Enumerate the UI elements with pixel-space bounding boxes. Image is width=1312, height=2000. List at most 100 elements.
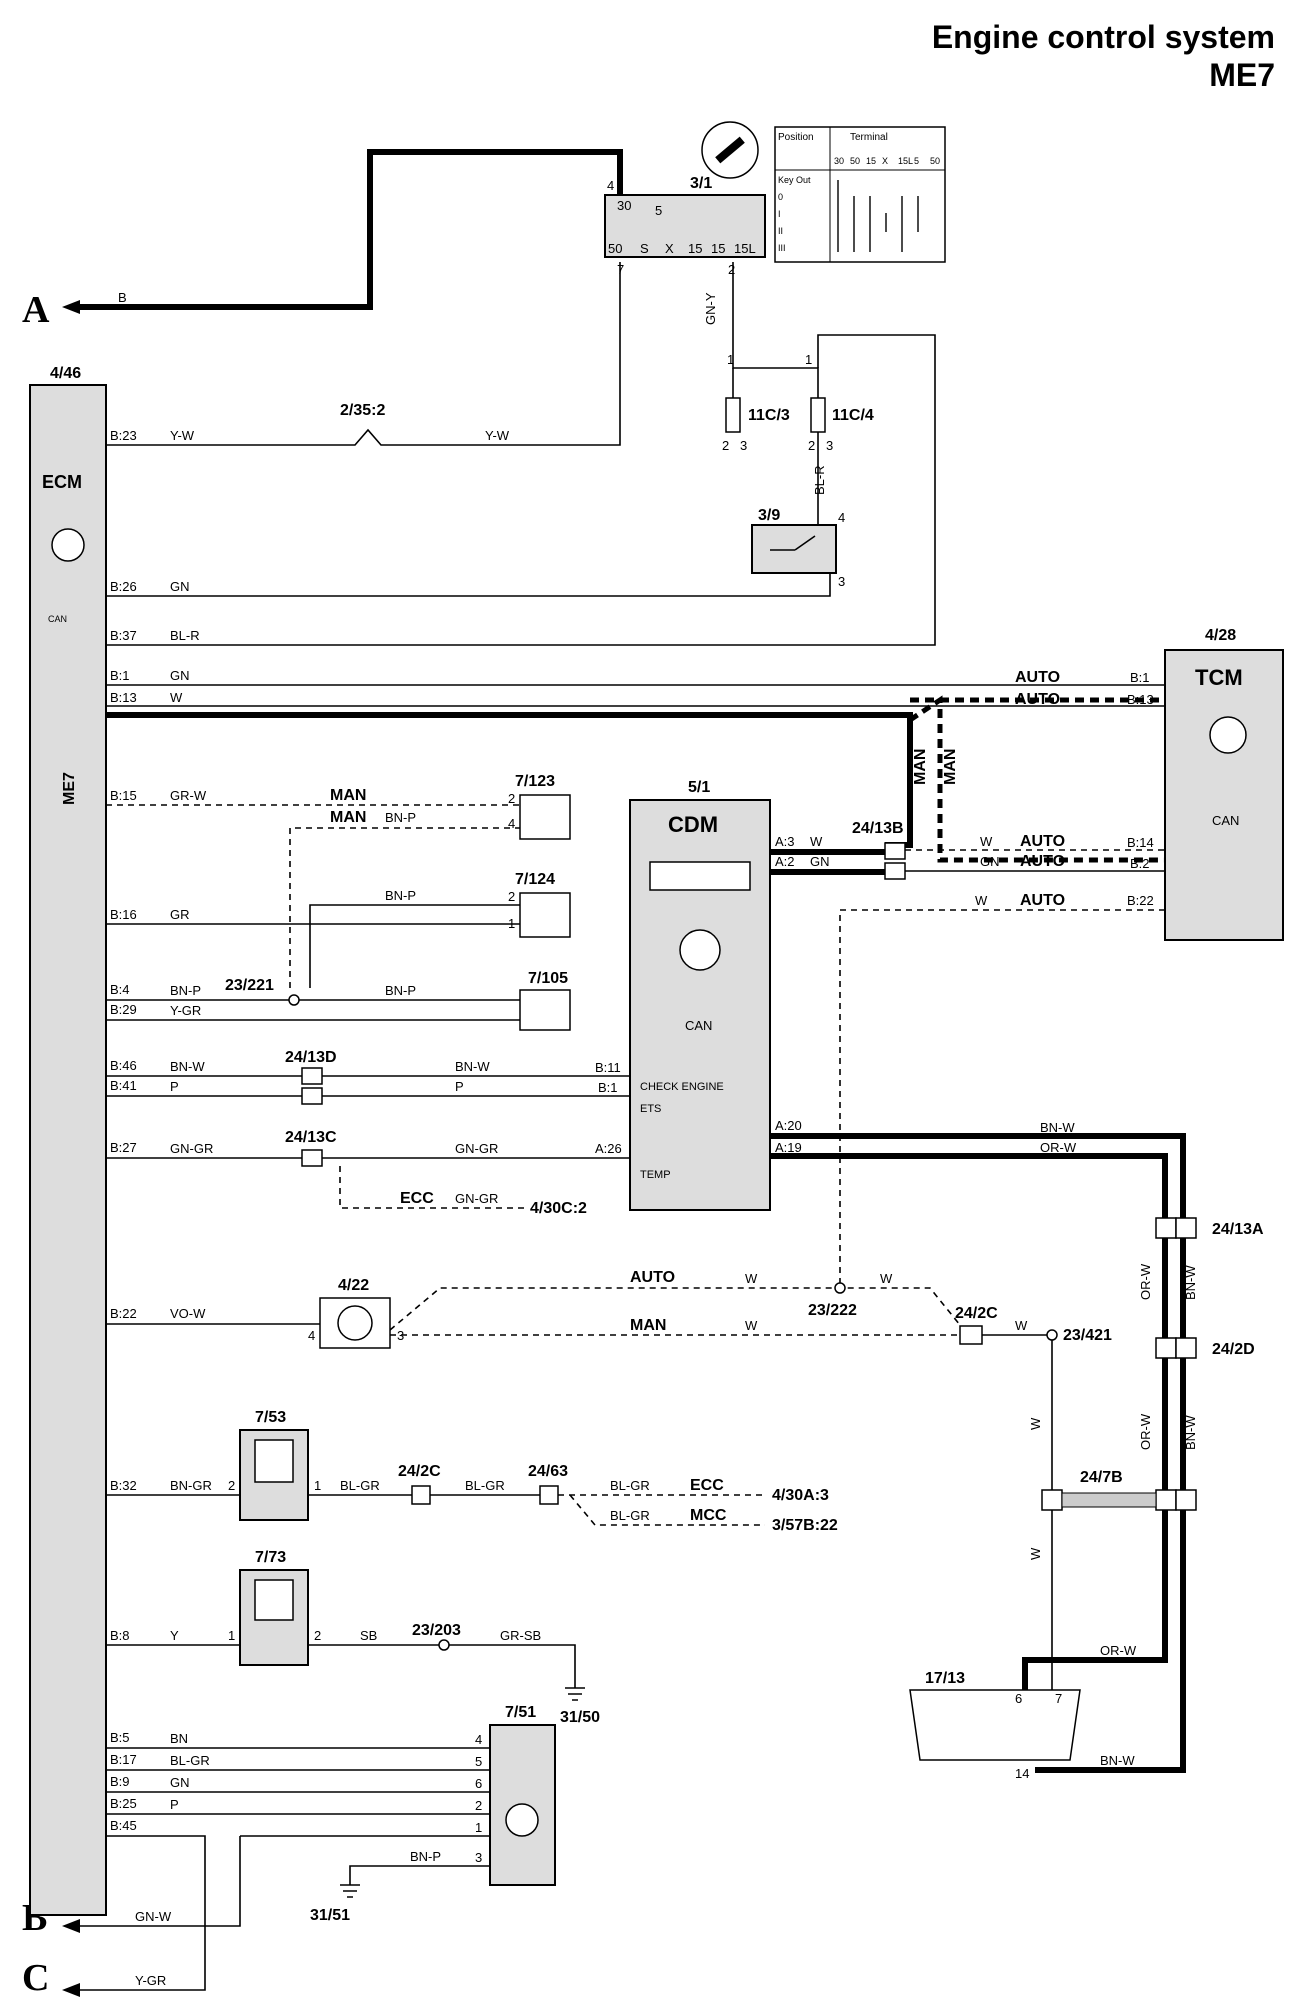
wire-bngr-label: BN-GR [170, 1478, 212, 1493]
module-7-51-p4: 4 [475, 1732, 482, 1747]
fuse-11c4-ref: 11C/4 [832, 407, 874, 424]
conn-24-2c-2 [411, 1485, 431, 1505]
wire-sb-label: SB [360, 1628, 377, 1643]
mode-auto-4: AUTO [1020, 853, 1065, 870]
wire-bnp-label-5: BN-P [410, 1849, 441, 1864]
ignition-ref: 3/1 [690, 175, 712, 192]
ecm-can-label: CAN [48, 614, 67, 624]
wire-bnw-label-1: BN-W [170, 1059, 205, 1074]
ignition-term-15l: 15L [734, 241, 756, 256]
ecm-pin-b27: B:27 [110, 1140, 137, 1155]
wire-bnp-label-2: BN-P [385, 888, 416, 903]
conn-24-7b-6 [1155, 1489, 1177, 1511]
wire-gngr-label-1: GN-GR [170, 1141, 213, 1156]
sensor-4-22-ref: 4/22 [338, 1277, 369, 1294]
wire-bnp-label-4: BN-P [385, 983, 416, 998]
wire-w-label-2: W [810, 834, 823, 849]
ecm-side-label: ME7 [61, 772, 78, 805]
fuse-a-pin3: 3 [740, 438, 747, 453]
splice-23-421: 23/421 [1063, 1327, 1112, 1344]
splice-23-222: 23/222 [808, 1302, 857, 1319]
ground-31-50-icon [565, 1687, 585, 1701]
module-7-51-ref: 7/51 [505, 1704, 536, 1721]
wire-bnw-label-5: BN-W [1183, 1415, 1198, 1450]
tcm-module [1164, 649, 1284, 941]
wire-can-auto [908, 695, 1165, 863]
dlc-p6: 6 [1015, 1691, 1022, 1706]
comp-7-124-ref: 7/124 [515, 871, 555, 888]
key-blade-icon [715, 136, 745, 164]
wire-blgr-label-3: BL-GR [610, 1478, 650, 1493]
ecm-control-icon [51, 528, 85, 562]
ignition-inner: 5 [655, 203, 662, 218]
ignition-term-30: 30 [617, 198, 631, 213]
wire-blgr-label-4: BL-GR [610, 1508, 650, 1523]
wire-yw-label-1: Y-W [170, 428, 195, 443]
cdm-ets: ETS [640, 1103, 661, 1115]
wire-gngr-label-2: GN-GR [455, 1141, 498, 1156]
ecm-pin-b17: B:17 [110, 1752, 137, 1767]
table-col-1: 30 [834, 156, 844, 166]
conn-24-2d-13 [1155, 1337, 1177, 1359]
wire-w-label-8: W [1015, 1318, 1028, 1333]
cdm-ref: 5/1 [688, 779, 710, 796]
tcm-pin-b2: B:2 [1130, 856, 1150, 871]
sensor-4-22-p4: 4 [308, 1328, 315, 1343]
comp-7-105 [519, 989, 571, 1031]
switch-7-73-p1: 1 [228, 1628, 235, 1643]
tcm-pin-b1: B:1 [1130, 670, 1150, 685]
splice-23-221-icon [288, 994, 300, 1006]
wire-blr-label-ecm: BL-R [170, 628, 200, 643]
conn-24-2d-ref: 24/2D [1212, 1341, 1255, 1358]
conn-24-13b-17 [884, 842, 906, 860]
ecm-ref: 4/46 [50, 365, 81, 382]
ecm-pin-b29: B:29 [110, 1002, 137, 1017]
ecm-pin-b15: B:15 [110, 788, 137, 803]
wire-bnp-ground [349, 1865, 490, 1885]
cdm-pin-b11: B:11 [595, 1060, 621, 1075]
title-line-1: Engine control system [932, 19, 1275, 55]
conn-24-13a-3 [1155, 1217, 1177, 1239]
wire-bnp-label-1: BN-P [385, 810, 416, 825]
wire-ecc-gngr [339, 1166, 525, 1209]
ecm-pin-b45: B:45 [110, 1818, 137, 1833]
table-row-2: 0 [778, 192, 783, 202]
module-7-51-p5: 5 [475, 1754, 482, 1769]
wire-gngr-label-3: GN-GR [455, 1191, 498, 1206]
ecm-pin-b4: B:4 [110, 982, 130, 997]
wire-blgr-label-1: BL-GR [340, 1478, 380, 1493]
relay-ref: 3/9 [758, 507, 780, 524]
sensor-7-53-icon [254, 1439, 294, 1483]
conn-24-13d-ref: 24/13D [285, 1049, 337, 1066]
arrow-c [62, 1983, 80, 1997]
wire-bnp-124 [309, 904, 520, 988]
wire-y-label: Y [170, 1628, 179, 1643]
fuse-b-pin1: 1 [805, 352, 812, 367]
wire-2d-7b [1162, 1358, 1186, 1490]
sensor-4-22-icon [337, 1305, 373, 1341]
cdm-pin-a20: A:20 [775, 1118, 802, 1133]
table-connection-bars [837, 180, 919, 252]
terminal-table [774, 126, 946, 263]
wire-gr-label: GR [170, 907, 190, 922]
ecm-pin-b25: B:25 [110, 1796, 137, 1811]
arrow-b [62, 1919, 80, 1933]
mode-auto-3: AUTO [1020, 833, 1065, 850]
arrow-a [62, 300, 80, 314]
wire-orw-label-3: OR-W [1138, 1413, 1153, 1450]
conn-24-13d-1 [301, 1087, 323, 1105]
wire-w-label-5: W [745, 1271, 758, 1286]
mode-man-2: MAN [942, 749, 959, 785]
mode-ecc-1: ECC [400, 1190, 434, 1207]
cdm-display-icon [649, 861, 751, 891]
cdm-control-icon [679, 929, 721, 971]
cdm-pin-a19: A:19 [775, 1140, 802, 1155]
conn-24-13d-8 [301, 1067, 323, 1085]
wire-mcc-blgr [569, 1494, 765, 1526]
wire-auto-speed [389, 1287, 961, 1331]
table-col-7: 50 [930, 156, 940, 166]
dlc-p7: 7 [1055, 1691, 1062, 1706]
conn-24-13b-16 [884, 862, 906, 880]
module-7-51-p1: 1 [475, 1820, 482, 1835]
wire-orw-label-1: OR-W [1040, 1140, 1077, 1155]
